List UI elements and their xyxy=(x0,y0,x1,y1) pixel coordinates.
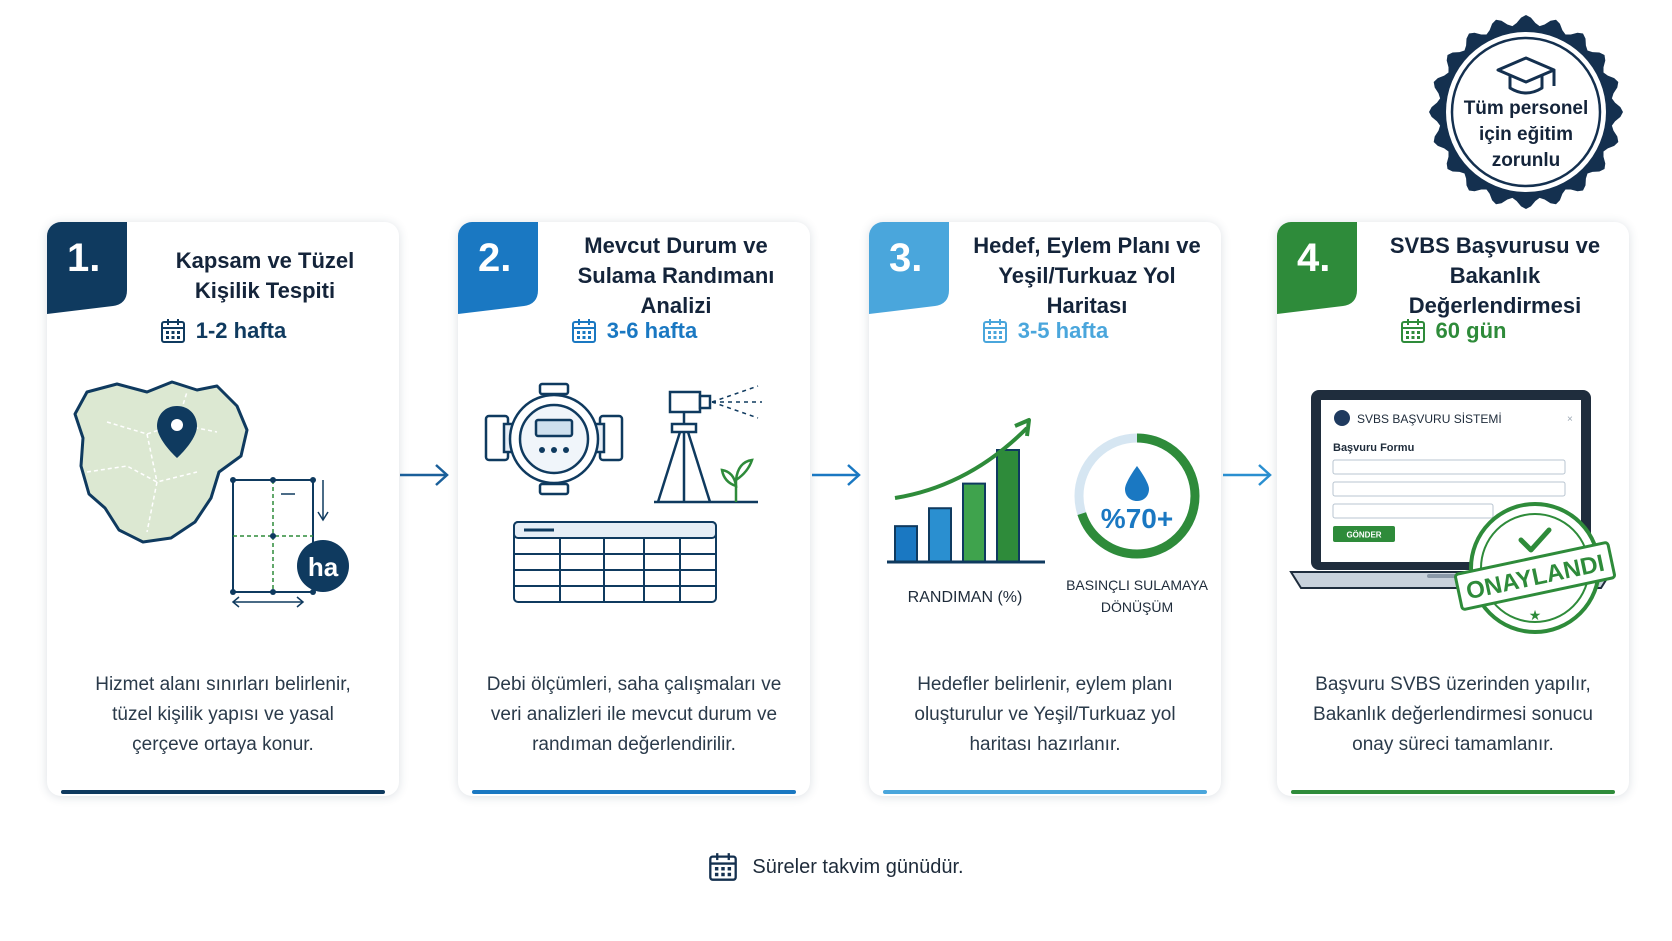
arrow-right-icon xyxy=(812,464,861,486)
sprout-icon xyxy=(720,458,754,502)
parcel-grid xyxy=(230,477,329,608)
footer-note: Süreler takvim günüdür. xyxy=(0,852,1672,882)
arrow-right-icon xyxy=(400,464,449,486)
hectare-badge xyxy=(297,540,349,592)
form-field xyxy=(1332,503,1494,519)
step-description: Hedefler belirlenir, eylem planı oluştur… xyxy=(914,674,1176,755)
app-logo-icon xyxy=(1334,410,1350,426)
calendar-icon xyxy=(982,319,1007,343)
efficiency-bar xyxy=(928,507,952,564)
step-duration: 60 gün xyxy=(1277,318,1629,344)
conversion-gauge: %70+ xyxy=(1074,433,1200,559)
step-accent-bar xyxy=(61,790,385,794)
step-number: 4. xyxy=(1297,236,1331,280)
step-description: Debi ölçümleri, saha çalışmaları ve veri… xyxy=(486,674,782,755)
step-description: Başvuru SVBS üzerinden yapılır, Bakanlık… xyxy=(1313,674,1593,755)
efficiency-bar xyxy=(962,482,986,563)
form-field xyxy=(1332,481,1566,497)
step-number-tab xyxy=(1277,222,1357,314)
step-number: 1. xyxy=(67,236,101,280)
arrow-right-icon xyxy=(1223,464,1272,486)
efficiency-bar-chart xyxy=(894,449,1020,564)
form-title: Başvuru Formu xyxy=(1333,442,1414,454)
step-accent-bar xyxy=(883,790,1207,794)
step-accent-bar xyxy=(472,790,796,794)
footer-text: Süreler takvim günüdür. xyxy=(752,855,964,878)
submit-label: GÖNDER xyxy=(1346,531,1381,540)
step-number-tab xyxy=(458,222,538,314)
location-pin-icon xyxy=(157,406,197,458)
form-field xyxy=(1332,459,1566,475)
step-accent-bar xyxy=(1291,790,1615,794)
gauge-label-line-2: DÖNÜŞÜM xyxy=(1101,598,1173,615)
gauge-label-line-1: BASINÇLI SULAMAYA xyxy=(1066,577,1209,593)
step-duration: 1-2 hafta xyxy=(47,318,399,344)
gauge-value: %70+ xyxy=(1101,503,1173,534)
region-map xyxy=(73,380,249,544)
data-table-icon xyxy=(513,521,717,603)
step-number: 2. xyxy=(478,236,512,280)
scope-illustration: ha xyxy=(73,380,349,608)
calendar-icon xyxy=(1400,319,1425,343)
step-number-tab xyxy=(47,222,127,314)
star-icon: ★ xyxy=(1529,607,1542,623)
step-duration: 3-6 hafta xyxy=(458,318,810,344)
badge-text: Tüm personel için eğitim zorunlu xyxy=(1463,98,1589,171)
flow-meter-icon xyxy=(484,382,624,496)
step-number: 3. xyxy=(889,236,923,280)
screen-title: SVBS BAŞVURU SİSTEMİ xyxy=(1357,412,1502,426)
calendar-icon xyxy=(160,319,185,343)
submit-button xyxy=(1333,526,1395,542)
hectare-label: ha xyxy=(308,552,339,582)
survey-tripod-icon xyxy=(654,385,762,504)
calendar-icon xyxy=(709,853,738,881)
analysis-illustration xyxy=(484,382,762,603)
bar-chart-label: RANDIMAN (%) xyxy=(908,589,1023,606)
graduation-cap-icon xyxy=(1496,56,1556,95)
check-icon xyxy=(1518,527,1552,553)
growth-arrow xyxy=(894,426,1029,500)
step-description: Hizmet alanı sınırları belirlenir, tüzel… xyxy=(95,674,351,755)
calendar-icon xyxy=(571,319,596,343)
roadmap-illustration: RANDIMAN (%) %70+ BASINÇLI SULAMAYA DÖNÜ… xyxy=(887,418,1209,615)
mandatory-training-badge xyxy=(1429,15,1623,209)
application-illustration: SVBS BAŞVURU SİSTEMİ × Başvuru Formu GÖN… xyxy=(1289,390,1616,634)
efficiency-bar xyxy=(894,525,918,564)
approved-stamp: ONAYLANDI ★ xyxy=(1454,502,1616,634)
water-drop-icon xyxy=(1125,466,1149,501)
step-number-tab xyxy=(869,222,949,314)
efficiency-bar xyxy=(996,449,1020,563)
step-duration: 3-5 hafta xyxy=(869,318,1221,344)
close-icon: × xyxy=(1567,414,1573,425)
